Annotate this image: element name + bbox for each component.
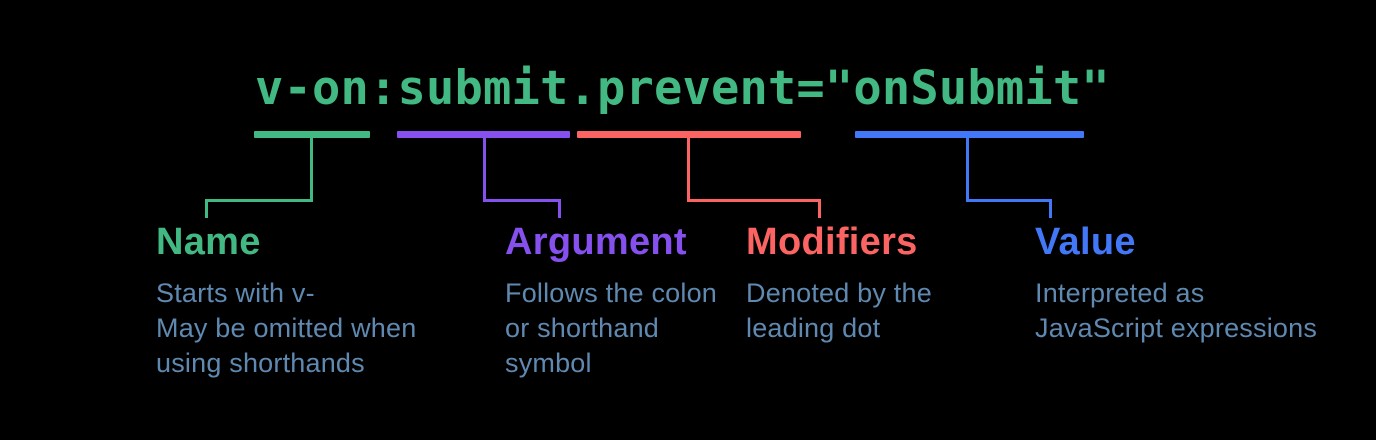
argument-description: Follows the colon or shorthand symbol xyxy=(505,278,718,378)
modifiers-connector-stub xyxy=(818,199,821,218)
name-connector-elbow xyxy=(205,199,313,202)
modifiers-description: Denoted by the leading dot xyxy=(746,278,932,343)
name-connector-stub xyxy=(205,199,208,218)
argument-connector-elbow xyxy=(483,199,561,202)
value-label: Value xyxy=(1035,221,1136,263)
modifiers-underline xyxy=(577,131,801,138)
name-connector-stem xyxy=(310,138,313,200)
directive-code: v-on:submit.prevent="onSubmit" xyxy=(255,61,1110,116)
name-underline xyxy=(254,131,370,138)
value-connector-stub xyxy=(1049,199,1052,218)
modifiers-connector-stem xyxy=(687,138,690,200)
name-description: Starts with v- May be omitted when using… xyxy=(156,278,417,378)
value-description: Interpreted as JavaScript expressions xyxy=(1035,278,1318,343)
value-connector-elbow xyxy=(966,199,1052,202)
argument-connector-stub xyxy=(558,199,561,218)
modifiers-connector-elbow xyxy=(687,199,821,202)
argument-connector-stem xyxy=(483,138,486,200)
name-label: Name xyxy=(156,221,261,263)
modifiers-label: Modifiers xyxy=(746,221,918,263)
value-connector-stem xyxy=(966,138,969,200)
value-underline xyxy=(855,131,1084,138)
argument-label: Argument xyxy=(505,221,687,263)
argument-underline xyxy=(397,131,570,138)
